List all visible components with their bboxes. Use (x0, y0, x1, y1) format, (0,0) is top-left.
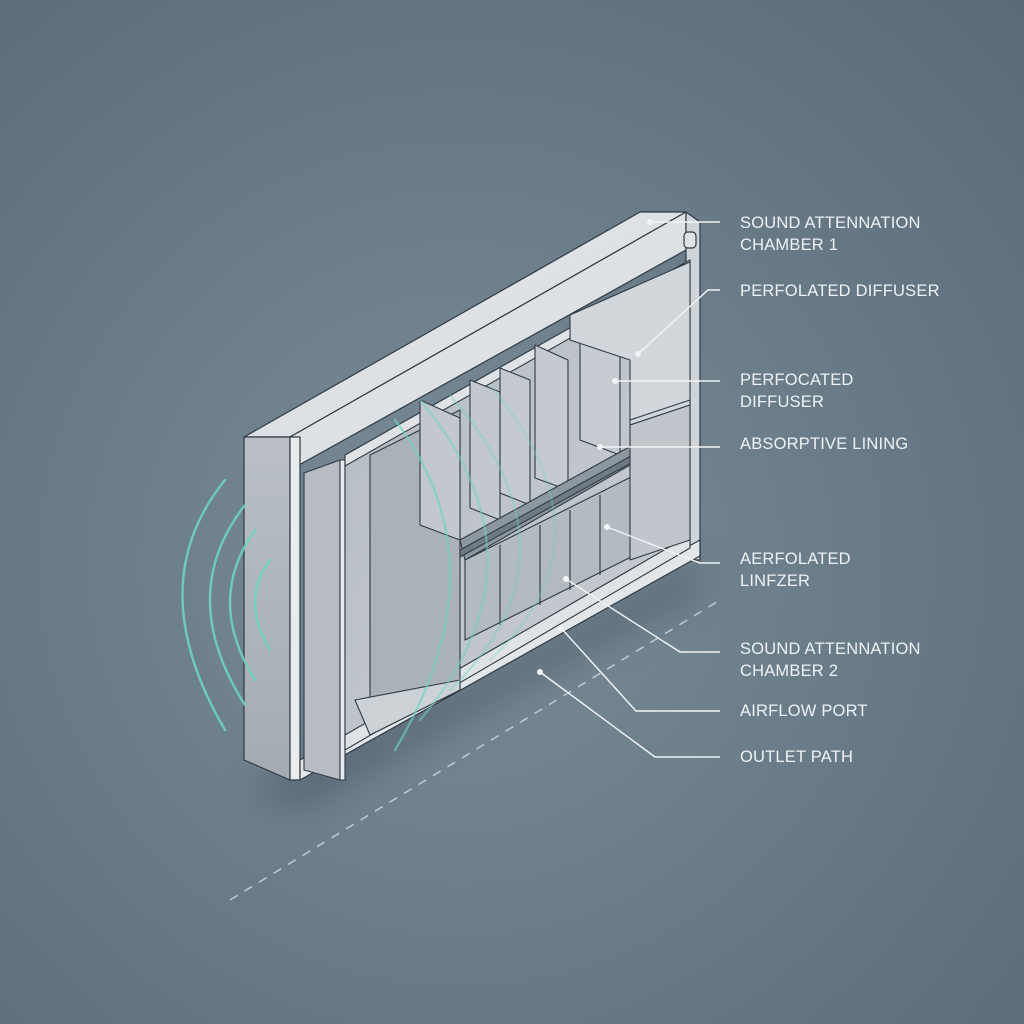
label-sound-attenuation-chamber-2: SOUND ATTENNATION CHAMBER 2 (740, 640, 921, 680)
mounting-lug (683, 231, 697, 249)
baffles (419, 261, 691, 641)
label-airflow-port: AIRFLOW PORT (740, 702, 868, 720)
label-outlet-path: OUTLET PATH (740, 748, 854, 766)
label-absorptive-lining: ABSORPTIVE LINING (740, 435, 909, 453)
ground-shadow (250, 560, 700, 810)
leader-lines (539, 221, 720, 758)
label-perforated-diffuser-2: PERFOCATED DIFFUSER (740, 371, 854, 411)
leader-dots (537, 219, 653, 675)
label-perforated-diffuser-1: PERFOLATED DIFFUSER (740, 282, 940, 300)
label-perforated-liner: AERFOLATED LINFZER (740, 550, 851, 590)
sound-wave-icon (181, 383, 557, 752)
ground-line (229, 599, 721, 901)
label-sound-attenuation-chamber-1: SOUND ATTENNATION CHAMBER 1 (740, 214, 921, 254)
